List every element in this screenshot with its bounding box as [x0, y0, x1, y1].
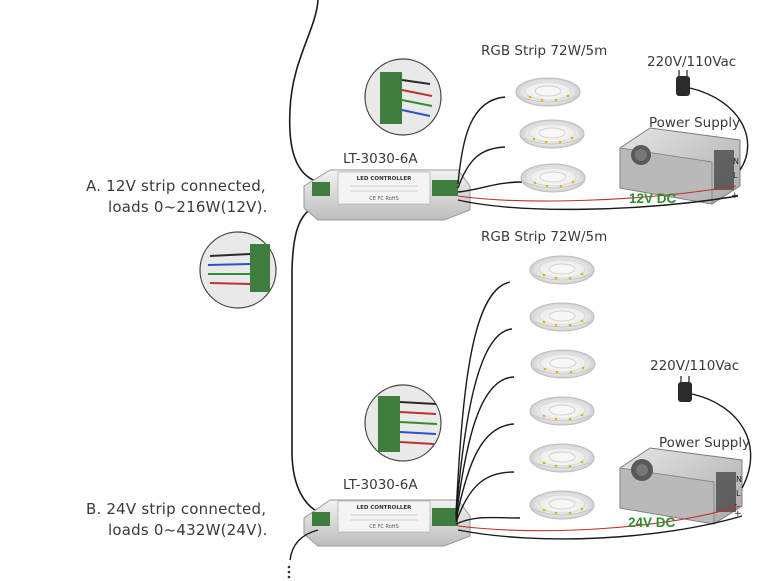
terminal-zoom-left [199, 231, 277, 309]
description-a-line1: A. 12V strip connected, [86, 177, 266, 195]
strip-reel-b1 [529, 255, 595, 285]
terminal-zoom-b [364, 384, 442, 462]
strip-reel-b2 [529, 302, 595, 332]
strip-label-a: RGB Strip 72W/5m [481, 43, 608, 59]
svg-text:L: L [733, 171, 738, 180]
svg-text:LED CONTROLLER: LED CONTROLLER [357, 505, 412, 511]
psu-label-b: Power Supply [659, 435, 751, 451]
mains-label-b: 220V/110Vac [650, 358, 740, 374]
svg-text:+: + [734, 509, 742, 519]
description-b-line2: loads 0~432W(24V). [108, 521, 268, 539]
description-a-line2: loads 0~216W(12V). [108, 198, 268, 216]
controller-a: LED CONTROLLER CE FC RoHS [303, 169, 471, 221]
svg-text:N: N [733, 157, 739, 166]
svg-text:CE FC RoHS: CE FC RoHS [369, 524, 398, 530]
strip-reel-a2 [519, 119, 585, 149]
power-supply-a [619, 127, 741, 205]
strip-reel-b5 [529, 443, 595, 473]
svg-text:-: - [734, 500, 737, 510]
strip-label-b: RGB Strip 72W/5m [481, 229, 608, 245]
strip-reel-b4 [529, 396, 595, 426]
mains-label-a: 220V/110Vac [647, 54, 737, 70]
terminal-zoom-a [364, 58, 442, 136]
strip-reel-b6 [529, 490, 595, 520]
controller-face-header: LED CONTROLLER [357, 176, 412, 182]
strip-reel-b3 [530, 349, 596, 379]
mains-plug-a [676, 70, 690, 96]
power-supply-b [619, 447, 743, 525]
strip-reel-a1 [515, 77, 581, 107]
dc-label-b: 24V DC [628, 515, 676, 530]
svg-text:N: N [736, 475, 742, 484]
controller-face-marks: CE FC RoHS [369, 196, 398, 202]
description-b-line1: B. 24V strip connected, [86, 500, 267, 518]
strip-reel-a3 [520, 163, 586, 193]
controller-b: LED CONTROLLER CE FC RoHS [303, 499, 471, 547]
controller-label-a: LT-3030-6A [343, 151, 418, 167]
mains-plug-b [678, 376, 692, 402]
dc-label-a: 12V DC [629, 191, 677, 206]
psu-label-a: Power Supply [649, 115, 741, 131]
controller-label-b: LT-3030-6A [343, 477, 418, 493]
svg-text:L: L [736, 489, 741, 498]
